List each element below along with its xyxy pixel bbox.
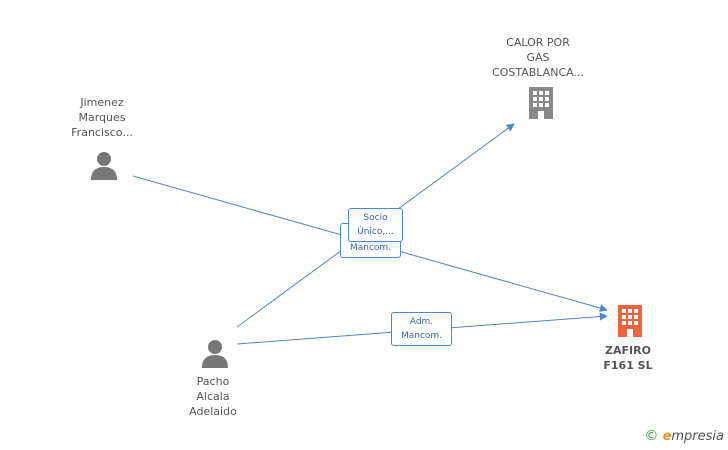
- edge-label-line: Mancom.: [400, 331, 443, 341]
- brand-text: mpresia: [671, 429, 724, 444]
- node-label-line: Pacho: [196, 375, 230, 388]
- edge-label-line: Mancom.: [349, 243, 392, 253]
- person-icon[interactable]: [200, 338, 230, 370]
- building-icon-highlight[interactable]: [614, 303, 646, 339]
- edge-label-socio[interactable]: Socio Único,...: [348, 208, 403, 242]
- node-label-line: CALOR POR: [506, 36, 570, 49]
- edge-label-adm[interactable]: Adm. Mancom.: [391, 312, 452, 346]
- node-label-line: COSTABLANCA...: [492, 66, 584, 79]
- node-label-line: Francisco...: [71, 126, 133, 139]
- node-label-line: GAS: [526, 51, 550, 64]
- node-label-jimenez: Jimenez Marques Francisco...: [52, 95, 152, 140]
- node-label-pacho: Pacho Alcala Adelaido: [163, 374, 263, 419]
- edge-label-line: Socio: [363, 213, 388, 223]
- copyright-symbol: ©: [644, 428, 659, 444]
- edge-label-line: Adm.: [409, 317, 434, 327]
- node-label-line: Adelaido: [189, 405, 237, 418]
- node-label-line: ZAFIRO: [605, 344, 651, 357]
- node-label-calor: CALOR POR GAS COSTABLANCA...: [478, 35, 598, 80]
- node-label-line: Alcala: [196, 390, 230, 403]
- node-label-line: Marques: [78, 111, 126, 124]
- brand-logo: © empresia: [644, 428, 724, 444]
- node-label-line: Jimenez: [80, 96, 124, 109]
- node-label-zafiro: ZAFIRO F161 SL: [580, 343, 676, 373]
- building-icon[interactable]: [525, 85, 557, 121]
- node-label-line: F161 SL: [603, 359, 653, 372]
- person-icon[interactable]: [89, 150, 119, 182]
- edge-label-line: Único,...: [357, 227, 394, 237]
- brand-e: e: [662, 429, 672, 444]
